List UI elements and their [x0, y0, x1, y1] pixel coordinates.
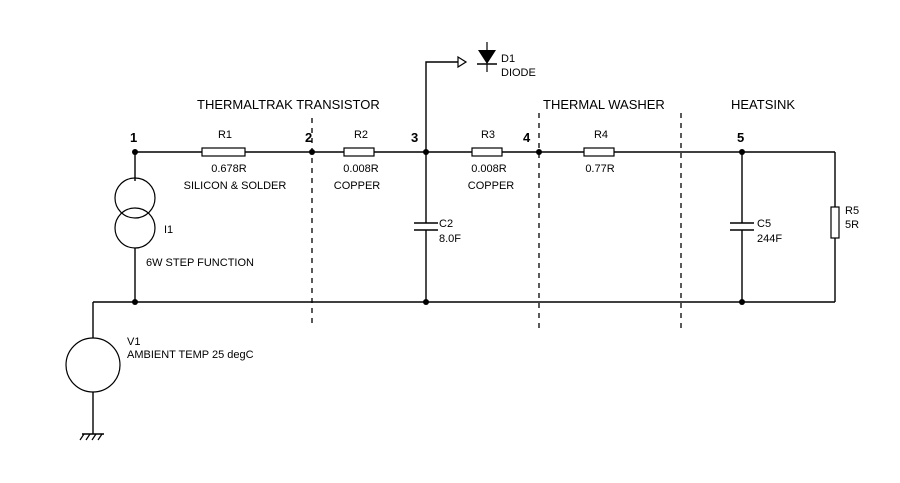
r3-name: R3: [481, 129, 495, 141]
node-label-3: 3: [411, 130, 418, 145]
bottom-rail: [92, 301, 835, 338]
current-source-i1: [114, 152, 156, 302]
junction-node-5: [739, 149, 745, 155]
d1-name: D1: [501, 53, 515, 65]
junction-bottom-c5: [739, 299, 745, 305]
diode-d1: [425, 42, 497, 152]
r5-name: R5: [845, 205, 859, 217]
d1-desc: DIODE: [501, 67, 536, 79]
node-label-5: 5: [737, 130, 744, 145]
section-title-transistor: THERMALTRAK TRANSISTOR: [197, 97, 380, 112]
c2-name: C2: [439, 218, 453, 230]
v1-name: V1: [127, 336, 140, 348]
resistor-r3: [471, 147, 503, 157]
c2-value: 8.0F: [439, 233, 461, 245]
capacitor-c2: [414, 152, 438, 302]
r4-value: 0.77R: [585, 163, 614, 175]
voltage-source-v1: [65, 337, 121, 434]
r2-desc: COPPER: [334, 180, 381, 192]
r4-name: R4: [594, 129, 608, 141]
c5-name: C5: [757, 218, 771, 230]
r1-name: R1: [218, 129, 232, 141]
r3-value: 0.008R: [471, 163, 507, 175]
junction-node-2: [309, 149, 315, 155]
r3-desc: COPPER: [468, 180, 515, 192]
r1-desc: SILICON & SOLDER: [184, 180, 287, 192]
node-label-2: 2: [305, 130, 312, 145]
r1-value: 0.678R: [211, 163, 247, 175]
junction-bottom-i1: [132, 299, 138, 305]
junction-bottom-c2: [423, 299, 429, 305]
resistor-r5: [830, 206, 840, 239]
capacitor-c5: [730, 152, 754, 302]
i1-desc: 6W STEP FUNCTION: [146, 257, 254, 269]
resistor-r4: [583, 147, 615, 157]
v1-desc: AMBIENT TEMP 25 degC: [127, 349, 254, 361]
ground-symbol: [79, 433, 104, 441]
c5-value: 244F: [757, 233, 782, 245]
r2-value: 0.008R: [343, 163, 379, 175]
resistor-r1: [201, 147, 246, 157]
resistor-r2: [343, 147, 375, 157]
junction-node-4: [536, 149, 542, 155]
section-title-heatsink: HEATSINK: [731, 97, 795, 112]
node-label-1: 1: [130, 130, 137, 145]
section-title-washer: THERMAL WASHER: [543, 97, 665, 112]
node-label-4: 4: [523, 130, 531, 145]
junction-node-1: [132, 149, 138, 155]
r5-value: 5R: [845, 219, 859, 231]
junction-node-3: [423, 149, 429, 155]
r2-name: R2: [354, 129, 368, 141]
i1-name: I1: [164, 224, 173, 236]
